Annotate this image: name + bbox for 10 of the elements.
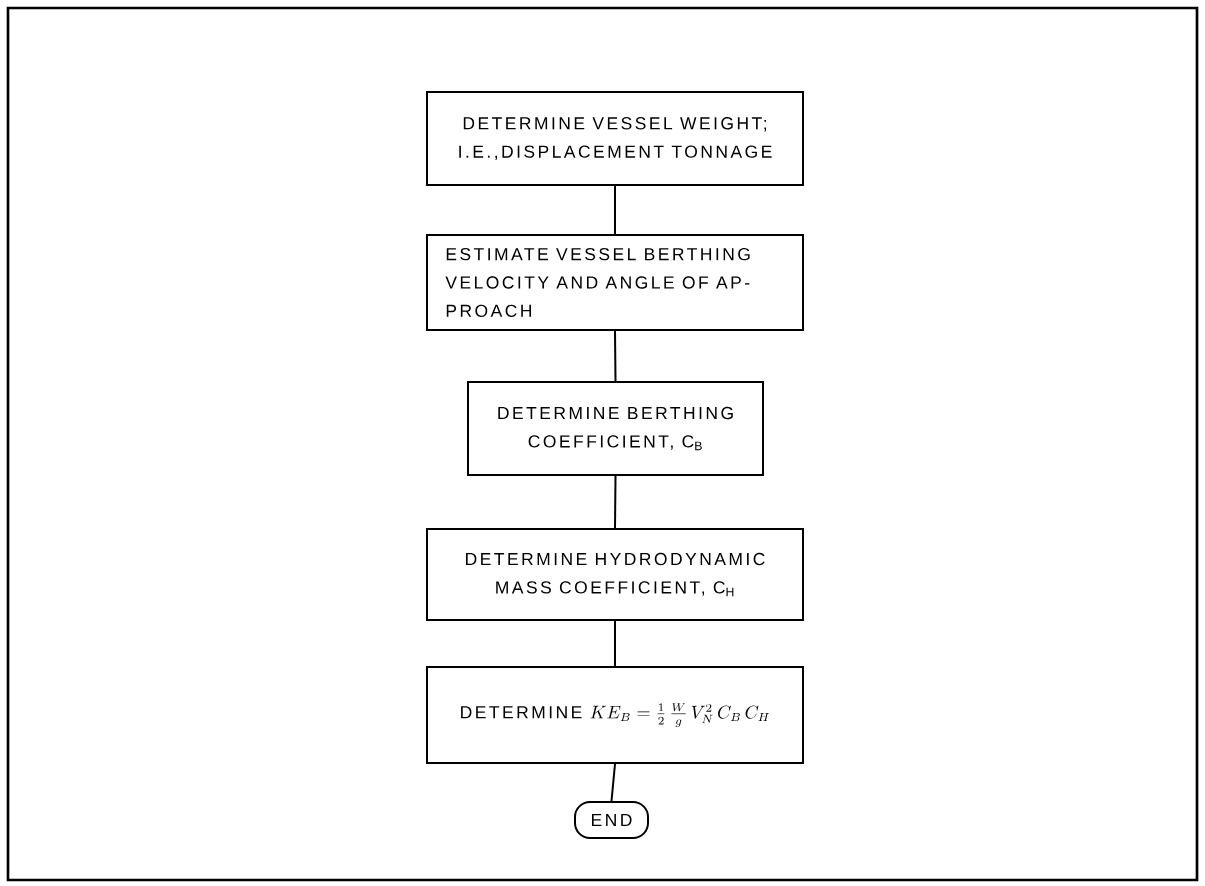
process-box: DETERMINE VESSEL WEIGHT; I.E.,DISPLACEMENT TONNAGE (426, 91, 804, 186)
connector-line (610, 763, 616, 802)
connector-line (614, 185, 616, 235)
connector-line (614, 620, 616, 667)
process-box: DETERMINE BERTHING COEFFICIENT, C$_{B}$ (467, 381, 764, 476)
connector-line (614, 330, 617, 382)
process-box: DETERMINE $KE_{B}=\frac{1}{2}\,\frac{W}{g}\,V_{N}^{2}\,C_{B}\,C_{H}$ (426, 666, 804, 764)
process-box: ESTIMATE VESSEL BERTHING VELOCITY AND ANGLE OF AP- PROACH (426, 234, 804, 331)
process-box: DETERMINE HYDRODYNAMIC MASS COEFFICIENT, C$_{H}$ (426, 528, 804, 621)
connector-line (614, 475, 617, 529)
